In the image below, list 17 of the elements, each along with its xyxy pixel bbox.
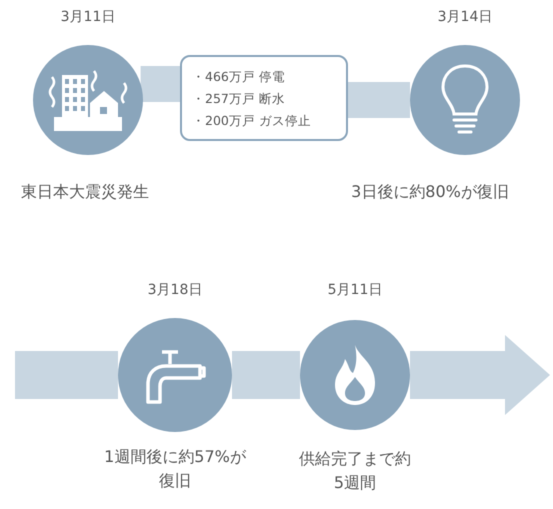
event-caption: 東日本大震災発生 — [20, 181, 150, 203]
list-item: ・466万戸 停電 — [192, 68, 286, 86]
band-arrow — [410, 335, 550, 415]
info-box — [180, 55, 348, 141]
list-item: ・257万戸 断水 — [192, 90, 286, 108]
date-label: 3月18日 — [146, 281, 204, 299]
band-arrow — [15, 351, 118, 399]
event-caption: 1週間後に約57%が復旧 — [103, 446, 248, 492]
list-item: ・200万戸 ガス停止 — [192, 112, 312, 130]
band-arrow — [232, 351, 300, 399]
date-label: 3月11日 — [60, 8, 116, 26]
date-label: 5月11日 — [326, 281, 384, 299]
event-caption: 3日後に約80%が復旧 — [350, 181, 510, 203]
event-caption: 供給完了まで約5週間 — [299, 448, 411, 494]
band-arrow — [140, 66, 180, 102]
band-arrow — [348, 82, 410, 118]
date-label: 3月14日 — [436, 8, 494, 26]
